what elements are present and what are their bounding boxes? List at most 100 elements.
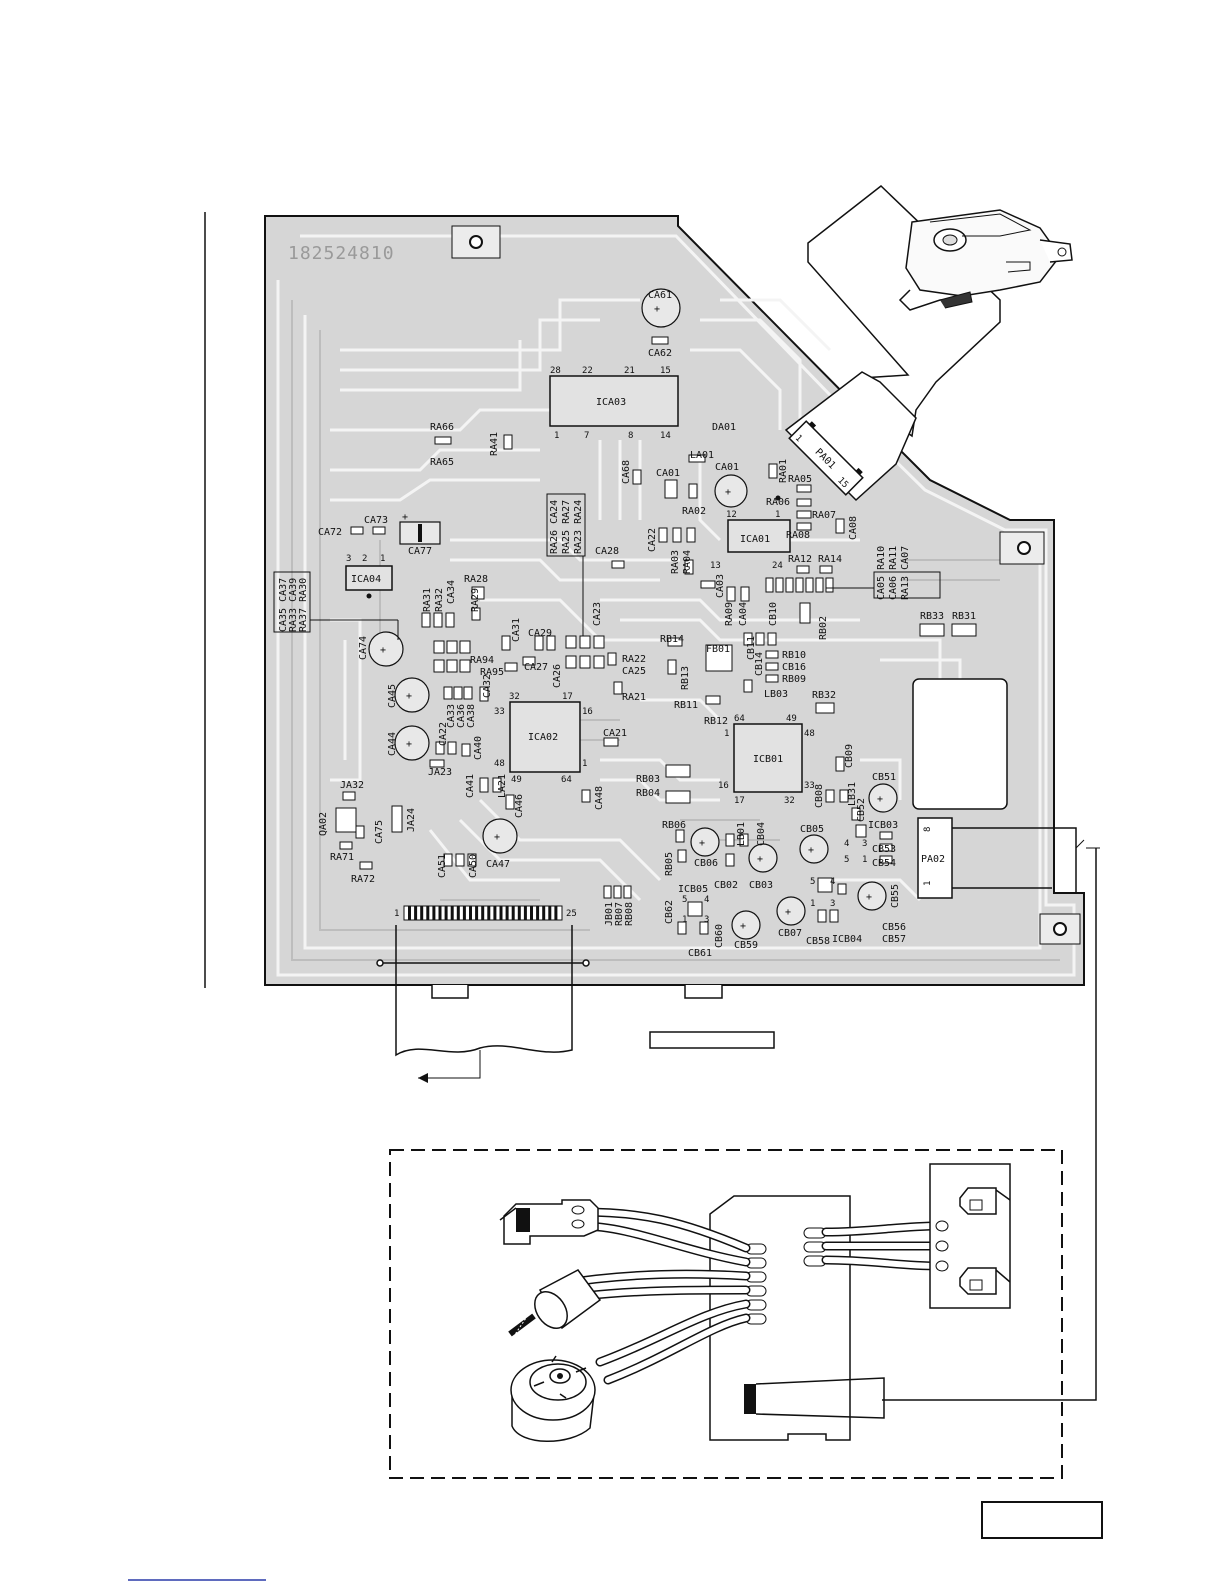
svg-text:CB03: CB03 <box>749 880 773 891</box>
svg-text:+: + <box>654 304 660 315</box>
svg-text:+: + <box>494 832 500 843</box>
svg-text:RA28: RA28 <box>464 574 488 585</box>
svg-text:+: + <box>406 691 412 702</box>
connector-pa02: PA02 8 1 <box>882 817 1100 1401</box>
fpc-contact <box>420 906 424 920</box>
svg-text:1: 1 <box>862 855 867 865</box>
svg-text:LB03: LB03 <box>764 689 788 700</box>
ic-ica02-pin1: 1 <box>582 759 587 769</box>
cap-ca44: + <box>394 725 430 761</box>
svg-text:CB06: CB06 <box>694 858 718 869</box>
cap-cb59: + <box>731 910 761 940</box>
svg-text:LA01: LA01 <box>690 450 714 461</box>
svg-text:CB61: CB61 <box>688 948 712 959</box>
svg-text:CA29: CA29 <box>528 628 552 639</box>
svg-text:+: + <box>380 645 386 656</box>
ic-ica02: ICA02 32 17 33 16 48 1 49 64 <box>494 692 593 785</box>
svg-text:RB14: RB14 <box>660 634 684 645</box>
svg-text:RA14: RA14 <box>818 554 842 565</box>
ic-ica03-pin15: 15 <box>660 366 671 376</box>
svg-text:CA33: CA33 <box>446 704 457 728</box>
svg-text:CA25: CA25 <box>622 666 646 677</box>
svg-text:CA23: CA23 <box>592 602 603 626</box>
connector-pa01: PA01 1 15 <box>788 420 864 496</box>
svg-text:RA32: RA32 <box>434 588 445 612</box>
ic-ica03-pin7: 7 <box>584 431 589 441</box>
fpc-contact <box>456 906 460 920</box>
fpc-contact <box>481 906 485 920</box>
svg-text:CA28: CA28 <box>595 546 619 557</box>
svg-text:RB07: RB07 <box>614 902 625 926</box>
svg-text:RB32: RB32 <box>812 690 836 701</box>
svg-text:JB01: JB01 <box>604 902 615 926</box>
ic-icb01-pin1: 1 <box>724 729 729 739</box>
svg-text:RB09: RB09 <box>782 674 806 685</box>
svg-text:RB10: RB10 <box>782 650 806 661</box>
svg-text:CB59: CB59 <box>734 940 758 951</box>
svg-text:ICB05: ICB05 <box>678 884 708 895</box>
svg-text:CA38: CA38 <box>466 704 477 728</box>
cap-ca77: + <box>399 512 441 545</box>
ic-ica03-label: ICA03 <box>596 397 626 408</box>
svg-text:RA66: RA66 <box>430 422 454 433</box>
svg-text:RA71: RA71 <box>330 852 354 863</box>
svg-text:RA41: RA41 <box>489 432 500 456</box>
svg-text:RB11: RB11 <box>674 700 698 711</box>
svg-text:RA22: RA22 <box>622 654 646 665</box>
svg-text:FB01: FB01 <box>706 644 730 655</box>
ic-ica02-pin64: 64 <box>561 775 572 785</box>
svg-text:+: + <box>785 907 791 918</box>
ic-ica01-pin13: 13 <box>710 561 721 571</box>
svg-text:RA02: RA02 <box>682 506 706 517</box>
svg-text:CA40: CA40 <box>473 736 484 760</box>
svg-text:+: + <box>808 845 814 856</box>
svg-text:+: + <box>725 487 731 498</box>
sub-board-ribbon <box>744 1377 885 1419</box>
svg-text:RB08: RB08 <box>624 902 635 926</box>
svg-text:JA24: JA24 <box>406 808 417 832</box>
svg-text:CA22: CA22 <box>438 722 449 746</box>
svg-text:CA01: CA01 <box>715 462 739 473</box>
ic-icb01-label: ICB01 <box>753 754 783 765</box>
svg-text:+: + <box>740 921 746 932</box>
cap-ca01-round: + <box>714 474 748 508</box>
svg-text:ICB04: ICB04 <box>832 934 862 945</box>
svg-text:3: 3 <box>704 915 709 925</box>
svg-text:LA21: LA21 <box>497 774 508 798</box>
svg-text:RA95: RA95 <box>480 667 504 678</box>
cap-cb03: + <box>748 843 778 873</box>
ic-ica02-pin16: 16 <box>582 707 593 717</box>
svg-text:CB07: CB07 <box>778 928 802 939</box>
svg-text:RA04: RA04 <box>682 550 693 574</box>
svg-text:CA75: CA75 <box>374 820 385 844</box>
svg-text:CA77: CA77 <box>408 546 432 557</box>
svg-text:CB14: CB14 <box>754 652 765 676</box>
fpc-contact <box>536 906 540 920</box>
page-number-box <box>981 1501 1103 1539</box>
svg-text:+: + <box>402 512 408 523</box>
svg-text:ICB03: ICB03 <box>868 820 898 831</box>
svg-text:RB04: RB04 <box>636 788 660 799</box>
svg-text:CA74: CA74 <box>358 636 369 660</box>
cap-cb51: + <box>868 783 898 813</box>
fpc-contact <box>414 906 418 920</box>
svg-text:CA26: CA26 <box>552 664 563 688</box>
svg-text:CB04: CB04 <box>756 822 767 846</box>
svg-text:CA41: CA41 <box>465 774 476 798</box>
svg-text:CA48: CA48 <box>594 786 605 810</box>
board-tab-left <box>431 985 469 999</box>
svg-text:RB06: RB06 <box>662 820 686 831</box>
fpc-pin-row <box>408 906 558 920</box>
sled-motor <box>508 1269 602 1337</box>
fpc-contact <box>542 906 546 920</box>
fpc-contact <box>426 906 430 920</box>
svg-text:CB11: CB11 <box>746 636 757 660</box>
cap-ca47: + <box>482 818 518 854</box>
svg-text:4: 4 <box>830 877 835 887</box>
electrolytic-capacitors: CA61+ + + + + + + + + + + + + <box>368 288 898 940</box>
fpc-connector: 1 25 <box>376 905 590 1083</box>
svg-text:RA65: RA65 <box>430 457 454 468</box>
svg-text:CA44: CA44 <box>387 732 398 756</box>
ic-icb01-pin48: 48 <box>804 729 815 739</box>
ic-ica04: ICA04 3 2 1 <box>345 554 393 599</box>
